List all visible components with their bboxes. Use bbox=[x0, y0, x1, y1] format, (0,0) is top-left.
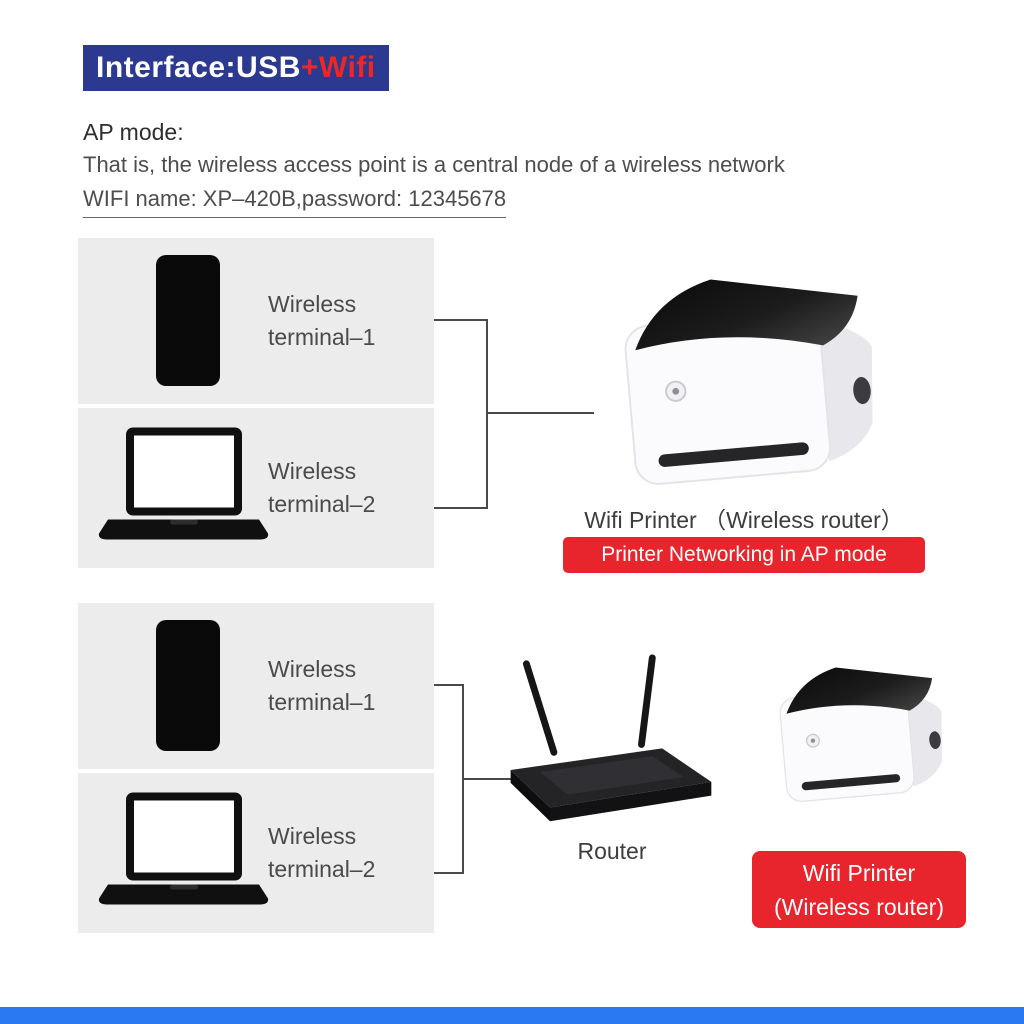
ap-mode-badge: Printer Networking in AP mode bbox=[563, 537, 925, 573]
ap-mode-description: That is, the wireless access point is a … bbox=[83, 152, 785, 177]
terminal-label: Wireless terminal–2 bbox=[268, 455, 375, 521]
phone-icon bbox=[156, 255, 220, 386]
terminal-label-line1: Wireless bbox=[268, 823, 357, 849]
terminal-label-line1: Wireless bbox=[268, 656, 357, 682]
terminal-label: Wireless terminal–2 bbox=[268, 820, 375, 886]
connector-line bbox=[434, 319, 488, 321]
interface-banner: Interface:USB+Wifi bbox=[83, 45, 389, 91]
connector-line bbox=[486, 412, 594, 414]
connector-line bbox=[462, 778, 520, 780]
terminal-label: Wireless terminal–1 bbox=[268, 288, 375, 354]
terminal-label-line2: terminal–2 bbox=[268, 856, 376, 882]
connector-line bbox=[434, 507, 488, 509]
terminal-label-line1: Wireless bbox=[268, 291, 357, 317]
wifi-printer-illustration bbox=[624, 279, 873, 485]
printer-caption: Wifi Printer （Wireless router） bbox=[584, 507, 904, 533]
bottom-accent-bar bbox=[0, 1007, 1024, 1024]
terminal-label-line2: terminal–1 bbox=[268, 324, 376, 350]
terminal-label-line2: terminal–1 bbox=[268, 689, 376, 715]
router-illustration bbox=[510, 654, 712, 822]
ap-mode-heading: AP mode: bbox=[83, 119, 184, 145]
wifi-printer-badge: Wifi Printer (Wireless router) bbox=[752, 851, 966, 928]
laptop-icon bbox=[98, 427, 269, 540]
wifi-printer-illustration bbox=[779, 667, 942, 802]
wifi-printer-badge-line1: Wifi Printer bbox=[802, 859, 916, 886]
terminal-label: Wireless terminal–1 bbox=[268, 653, 375, 719]
connector-line bbox=[434, 872, 464, 874]
laptop-icon bbox=[98, 792, 269, 905]
banner-highlight: +Wifi bbox=[300, 51, 376, 84]
terminal-box-phone: Wireless terminal–1 bbox=[78, 238, 434, 404]
phone-icon bbox=[156, 620, 220, 751]
terminal-box-phone: Wireless terminal–1 bbox=[78, 603, 434, 769]
terminal-box-laptop: Wireless terminal–2 bbox=[78, 408, 434, 568]
terminal-label-line2: terminal–2 bbox=[268, 491, 376, 517]
connector-line bbox=[434, 684, 464, 686]
connector-line bbox=[486, 319, 488, 509]
banner-text: Interface:USB bbox=[96, 51, 301, 84]
wifi-credentials: WIFI name: XP–420B,password: 12345678 bbox=[83, 186, 507, 218]
terminal-label-line1: Wireless bbox=[268, 458, 357, 484]
wifi-printer-badge-line2: (Wireless router) bbox=[774, 893, 944, 920]
router-label: Router bbox=[577, 838, 647, 864]
terminal-box-laptop: Wireless terminal–2 bbox=[78, 773, 434, 933]
